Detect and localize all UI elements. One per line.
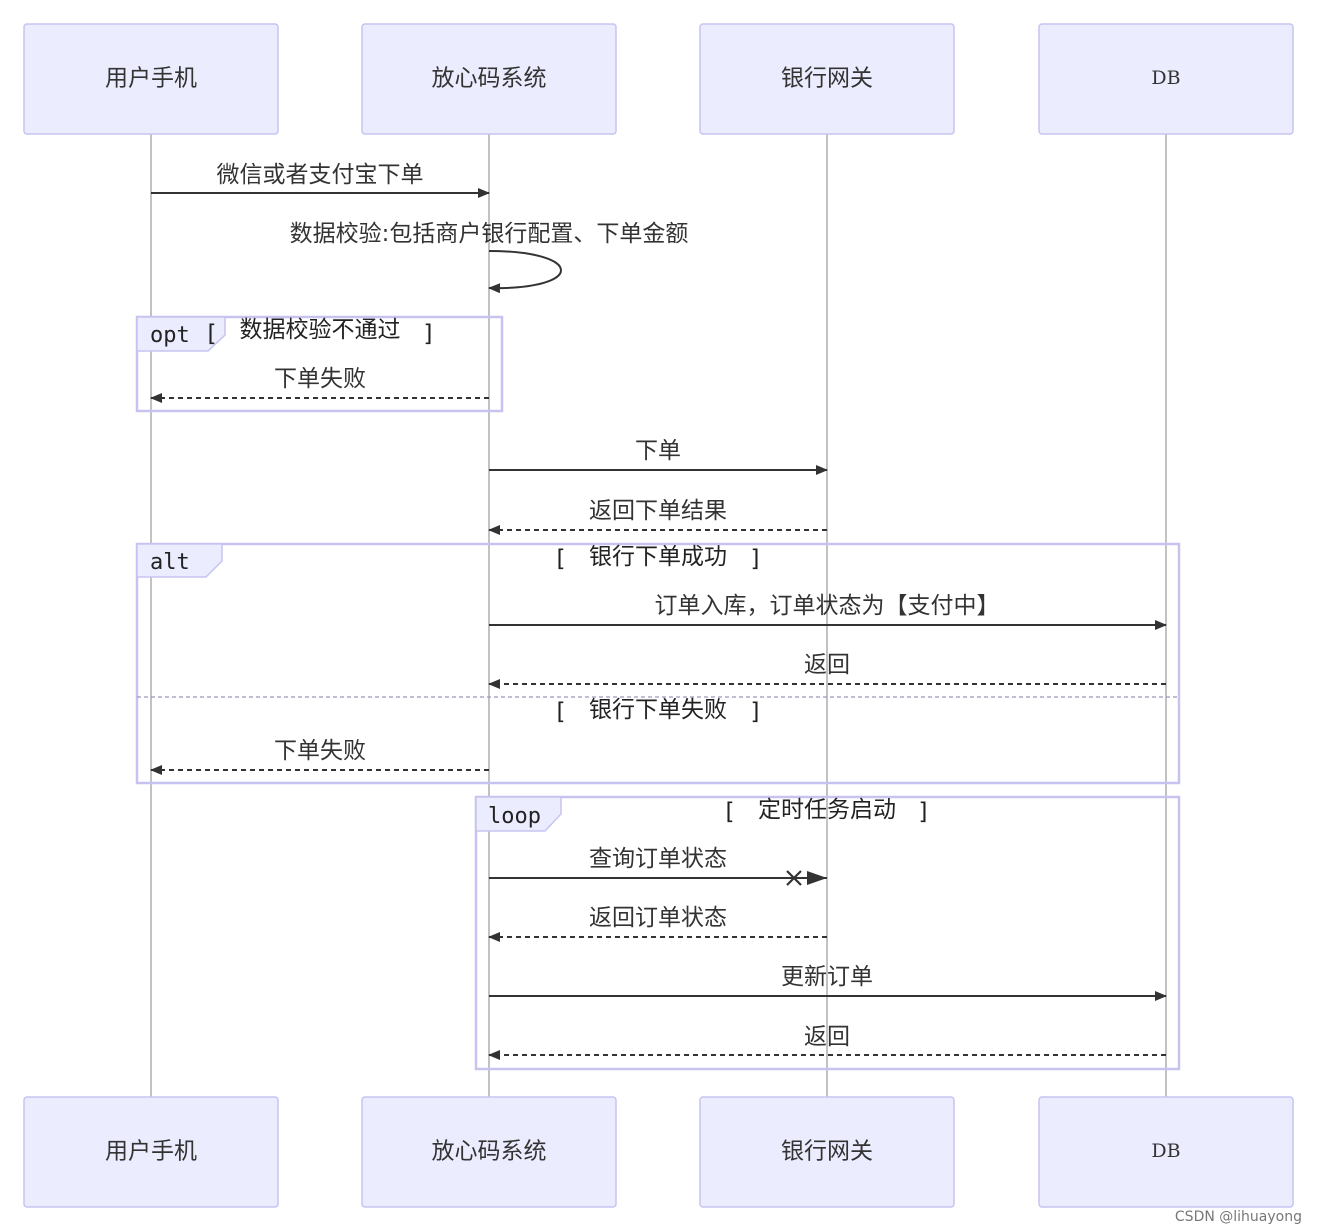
- frame-bracket: ]: [751, 546, 760, 572]
- frame-condition: 数据校验不通过: [240, 317, 401, 343]
- actor-label: 放心码系统: [432, 1139, 547, 1165]
- message-label: 数据校验:包括商户银行配置、下单金额: [290, 221, 689, 247]
- message-label: 更新订单: [781, 964, 873, 990]
- message-arrowhead: [807, 871, 827, 885]
- frame-bracket: [: [557, 546, 566, 572]
- frame-label: opt: [150, 323, 190, 348]
- message-label: 返回: [804, 652, 850, 678]
- frame-bracket: [: [208, 321, 217, 347]
- message-label: 查询订单状态: [589, 846, 727, 872]
- actor-label: 用户手机: [105, 66, 197, 92]
- message-label: 下单失败: [274, 366, 366, 392]
- message-label: 下单: [635, 438, 681, 464]
- frame-tab: [136, 316, 226, 352]
- actor-bottom-gateway: 银行网关: [699, 1096, 955, 1208]
- message-label: 下单失败: [274, 738, 366, 764]
- actor-label: 银行网关: [781, 1139, 873, 1165]
- self-message-arrow: [488, 250, 562, 294]
- frame-condition: 银行下单成功: [589, 544, 727, 570]
- actor-top-db: DB: [1038, 23, 1294, 135]
- message-label: 返回下单结果: [589, 498, 727, 524]
- actor-top-user-phone: 用户手机: [23, 23, 279, 135]
- actor-bottom-user-phone: 用户手机: [23, 1096, 279, 1208]
- message-label: 返回: [804, 1024, 850, 1050]
- watermark: CSDN @lihuayong: [1175, 1209, 1302, 1225]
- actor-label: 用户手机: [105, 1139, 197, 1165]
- frame-tab: [136, 543, 223, 578]
- frame-bracket: ]: [424, 321, 433, 347]
- frame-else-condition: 银行下单失败: [589, 697, 727, 723]
- actor-label: DB: [1151, 67, 1180, 89]
- frame-bracket: [: [557, 699, 566, 725]
- frame-label: alt: [150, 550, 190, 575]
- frame-bracket: ]: [751, 699, 760, 725]
- actor-bottom-system: 放心码系统: [361, 1096, 617, 1208]
- message-label: 返回订单状态: [589, 905, 727, 931]
- message-label: 微信或者支付宝下单: [217, 162, 424, 188]
- actor-bottom-db: DB: [1038, 1096, 1294, 1208]
- loop-frame: loop [ 定时任务启动 ]: [474, 795, 1181, 1071]
- opt-frame: opt [ 数据校验不通过 ]: [135, 315, 504, 413]
- message-label: 订单入库，订单状态为【支付中】: [655, 593, 1000, 619]
- actor-top-system: 放心码系统: [361, 23, 617, 135]
- cross-icon: [786, 870, 802, 886]
- actor-label: 银行网关: [781, 66, 873, 92]
- frame-bracket: ]: [919, 799, 928, 825]
- actor-top-gateway: 银行网关: [699, 23, 955, 135]
- actor-label: DB: [1151, 1140, 1180, 1162]
- alt-frame: alt [ 银行下单成功 ] [ 银行下单失败 ]: [135, 542, 1181, 785]
- frame-label: loop: [488, 804, 541, 829]
- actor-label: 放心码系统: [432, 66, 547, 92]
- frame-condition: 定时任务启动: [758, 797, 896, 823]
- frame-tab: [475, 796, 562, 832]
- frame-bracket: [: [726, 799, 735, 825]
